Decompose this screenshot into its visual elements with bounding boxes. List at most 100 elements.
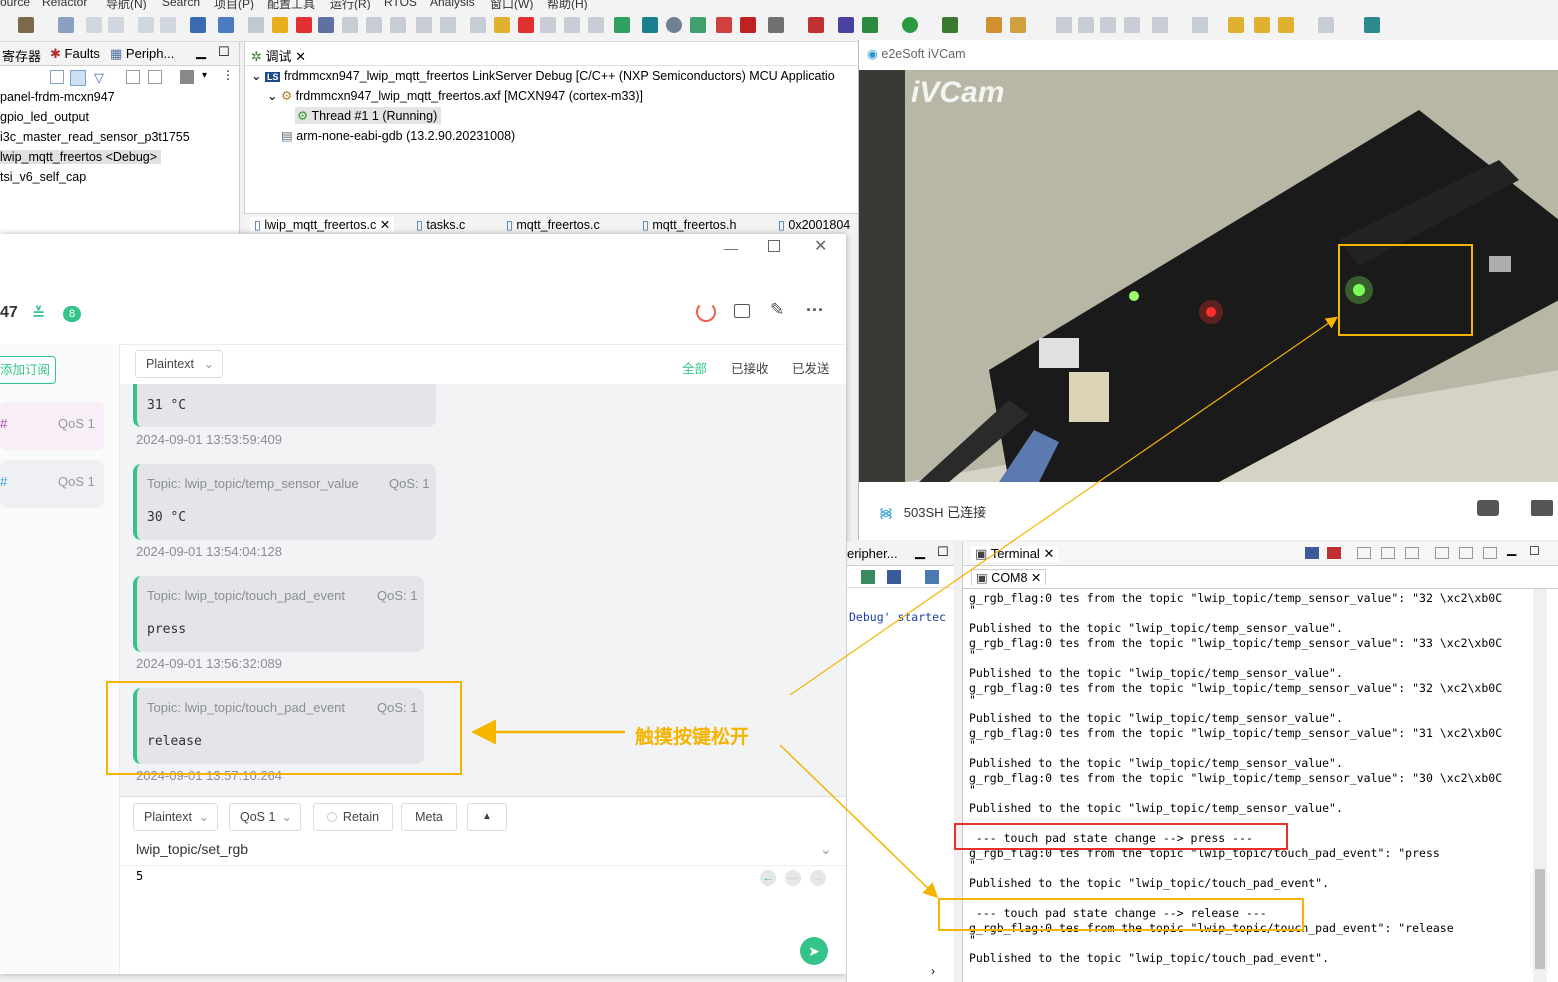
instruction-step-icon[interactable] bbox=[416, 17, 432, 33]
step-into-icon[interactable] bbox=[342, 17, 358, 33]
tab-com8[interactable]: ▣ COM8 ✕ bbox=[971, 569, 1047, 585]
minimize-button[interactable]: ▁ bbox=[915, 544, 925, 559]
chevron-down-icon[interactable]: ⌄ bbox=[820, 841, 832, 857]
restart-icon[interactable] bbox=[470, 17, 486, 33]
subscription-item[interactable]: # QoS 1 bbox=[0, 460, 104, 508]
minimize-button[interactable]: ▁ bbox=[196, 44, 206, 59]
message-bubble[interactable]: Topic: lwip_topic/touch_pad_event QoS: 1… bbox=[133, 688, 424, 764]
scroll-right-icon[interactable]: › bbox=[931, 964, 935, 978]
format-select[interactable]: Plaintext⌄ bbox=[135, 350, 223, 378]
back-icon[interactable] bbox=[138, 17, 154, 33]
close-icon[interactable]: ✕ bbox=[1043, 546, 1055, 561]
menu-item[interactable]: Analysis bbox=[430, 0, 475, 9]
chevron-down-icon[interactable]: ▾ bbox=[202, 70, 208, 81]
menu-item[interactable]: 项目(P) bbox=[214, 0, 254, 10]
forward-icon[interactable] bbox=[160, 17, 176, 33]
message-bubble[interactable]: 31 °C bbox=[133, 384, 436, 427]
menu-item[interactable]: 帮助(H) bbox=[547, 0, 588, 10]
subscription-item[interactable]: # QoS 1 bbox=[0, 402, 104, 450]
menu-item[interactable]: 运行(R) bbox=[330, 0, 371, 10]
probe-icon[interactable] bbox=[768, 17, 784, 33]
gdb-item[interactable]: ▤ arm-none-eabi-gdb (13.2.90.20231008) bbox=[281, 128, 515, 143]
tab-faults[interactable]: ✱ Faults bbox=[50, 46, 100, 62]
project-item[interactable]: panel-frdm-mcxn947 bbox=[0, 90, 115, 104]
filter-all[interactable]: 全部 bbox=[682, 362, 708, 376]
binary-item[interactable]: ⌄ ⚙ frdmmcxn947_lwip_mqtt_freertos.axf [… bbox=[267, 88, 643, 103]
back-nav-icon[interactable] bbox=[1278, 17, 1294, 33]
editor-tab[interactable]: ▯ tasks.c bbox=[416, 217, 465, 232]
project-item[interactable]: tsi_v6_self_cap bbox=[0, 170, 87, 184]
filter-icon[interactable]: ▽ bbox=[94, 70, 104, 85]
bug-icon[interactable] bbox=[838, 17, 854, 33]
disconnect-icon[interactable] bbox=[318, 17, 334, 33]
maximize-button[interactable]: ☐ bbox=[218, 44, 230, 59]
forward-nav-icon[interactable] bbox=[1318, 17, 1334, 33]
open-type-icon[interactable] bbox=[986, 17, 1002, 33]
menu-item[interactable]: ource bbox=[0, 0, 31, 9]
scroll-lock-icon[interactable] bbox=[1405, 547, 1419, 559]
clear-icon[interactable] bbox=[1381, 547, 1395, 559]
nav-icon[interactable] bbox=[1254, 17, 1270, 33]
qos-select[interactable]: QoS 1⌄ bbox=[229, 803, 301, 831]
menu-item[interactable]: 窗口(W) bbox=[490, 0, 534, 10]
paragraph-icon[interactable] bbox=[1124, 17, 1140, 33]
add-subscription-button[interactable]: 添加订阅 bbox=[0, 356, 56, 384]
step-icon[interactable] bbox=[588, 17, 604, 33]
tab-peripherals[interactable]: ▦ Periph... bbox=[110, 46, 174, 62]
flash-icon[interactable] bbox=[740, 17, 756, 33]
settings-icon[interactable] bbox=[1357, 547, 1371, 559]
menu-item[interactable]: Search bbox=[162, 0, 201, 9]
maximize-button[interactable]: ☐ bbox=[1529, 544, 1540, 558]
paste-icon[interactable] bbox=[1459, 547, 1473, 559]
edit-icon[interactable] bbox=[1056, 17, 1072, 33]
tab-terminal[interactable]: ▣ Terminal ✕ bbox=[971, 546, 1059, 562]
home-icon[interactable] bbox=[690, 17, 706, 33]
new-console-icon[interactable] bbox=[925, 570, 939, 584]
peripheral-icon[interactable] bbox=[642, 17, 658, 33]
suspend-icon[interactable] bbox=[272, 17, 288, 33]
retain-toggle[interactable]: Retain bbox=[313, 803, 393, 831]
filter-sent[interactable]: 已发送 bbox=[792, 362, 830, 376]
display-icon[interactable] bbox=[887, 570, 901, 584]
globe-icon[interactable] bbox=[666, 17, 682, 33]
editor-tab[interactable]: ▯ 0x2001804 bbox=[778, 217, 850, 232]
disconnect-icon[interactable] bbox=[696, 302, 716, 322]
redo-icon[interactable] bbox=[108, 17, 124, 33]
more-icon[interactable]: ··· bbox=[806, 300, 824, 320]
project-item-selected[interactable]: lwip_mqtt_freertos <Debug> bbox=[0, 150, 162, 164]
expand-up-icon[interactable]: ▲ bbox=[467, 803, 507, 831]
minimize-button[interactable]: — bbox=[724, 240, 738, 256]
link-editor-icon[interactable] bbox=[70, 70, 86, 86]
debug-icon[interactable] bbox=[862, 17, 878, 33]
hammer-icon[interactable] bbox=[18, 17, 34, 33]
drop-frame-icon[interactable] bbox=[440, 17, 456, 33]
pin-icon[interactable] bbox=[861, 570, 875, 584]
remove-icon[interactable] bbox=[808, 17, 824, 33]
tab-debug[interactable]: ✲ 调试 ✕ bbox=[251, 46, 306, 65]
maximize-button[interactable]: ☐ bbox=[937, 544, 949, 559]
close-icon[interactable]: ✕ bbox=[295, 49, 307, 64]
tab-peripherals-mid[interactable]: eripher... bbox=[847, 546, 898, 561]
menu-item[interactable]: RTOS bbox=[384, 0, 417, 9]
edit-icon[interactable]: ✎ bbox=[770, 300, 785, 319]
step-return-icon[interactable] bbox=[390, 17, 406, 33]
skip-icon[interactable] bbox=[218, 17, 234, 33]
refresh-icon[interactable] bbox=[614, 17, 630, 33]
close-icon[interactable]: ✕ bbox=[1030, 571, 1042, 585]
menu-item[interactable]: Refactor bbox=[42, 0, 88, 9]
external-tools-icon[interactable] bbox=[942, 17, 958, 33]
step-icon[interactable] bbox=[564, 17, 580, 33]
pause-icon[interactable] bbox=[494, 17, 510, 33]
close-icon[interactable]: ✕ bbox=[379, 218, 391, 232]
project-item[interactable]: gpio_led_output bbox=[0, 110, 89, 124]
video-icon[interactable] bbox=[1531, 500, 1553, 516]
collapse-icon[interactable] bbox=[50, 70, 64, 84]
payload-input[interactable]: 5 bbox=[136, 869, 144, 883]
next-annotation-icon[interactable] bbox=[1152, 17, 1168, 33]
stop-icon[interactable] bbox=[518, 17, 534, 33]
link-icon[interactable] bbox=[148, 70, 162, 84]
topic-input[interactable]: lwip_topic/set_rgb bbox=[136, 841, 249, 857]
menu-item[interactable]: 导航(N) bbox=[106, 0, 147, 10]
resume-icon[interactable] bbox=[248, 17, 264, 33]
editor-tab[interactable]: ▯ lwip_mqtt_freertos.c ✕ bbox=[250, 217, 395, 232]
